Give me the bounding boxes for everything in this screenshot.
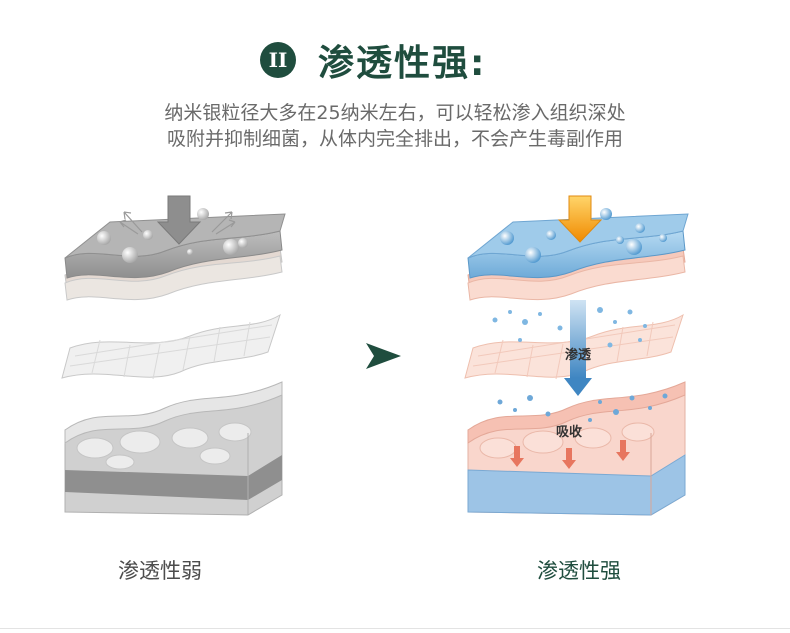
description-line-2: 吸附并抑制细菌，从体内完全排出，不会产生毒副作用 xyxy=(0,126,790,152)
bottom-block-colored xyxy=(468,382,685,515)
description-line-1: 纳米银粒径大多在25纳米左右，可以轻松渗入组织深处 xyxy=(0,100,790,126)
divider xyxy=(0,628,790,629)
section-number-badge: II xyxy=(260,42,296,78)
comparison-illustration: 渗透 吸收 xyxy=(0,190,790,530)
strong-penetration-illustration: 渗透 吸收 xyxy=(465,196,688,515)
caption-weak-penetration: 渗透性弱 xyxy=(118,555,202,585)
weak-penetration-illustration xyxy=(62,196,285,515)
bottom-block-gray xyxy=(65,382,282,515)
comparison-arrow-icon xyxy=(366,343,401,369)
section-title: 渗透性强: xyxy=(318,34,486,86)
header: II 渗透性强: xyxy=(0,28,790,88)
middle-layer-gray xyxy=(62,315,280,379)
label-penetrate: 渗透 xyxy=(565,347,591,362)
label-absorb: 吸收 xyxy=(556,424,583,439)
caption-strong-penetration: 渗透性强 xyxy=(537,555,621,585)
